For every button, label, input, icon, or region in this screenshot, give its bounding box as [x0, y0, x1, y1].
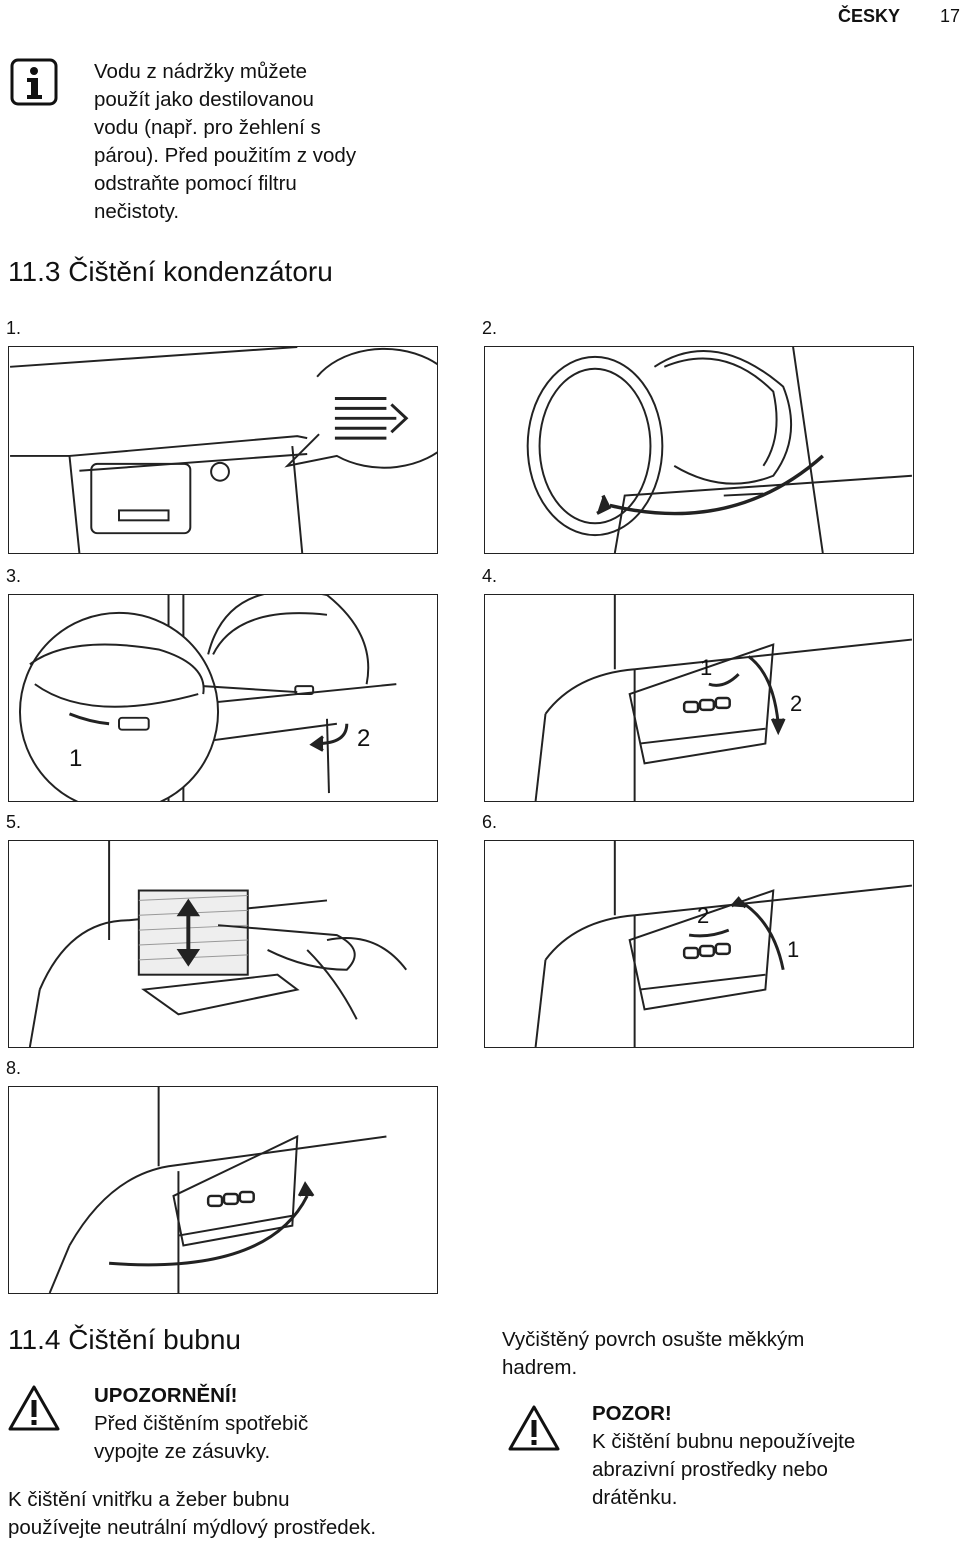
callout-2: 2: [697, 903, 710, 928]
callout-1: 1: [787, 937, 800, 962]
info-note-text: Vodu z nádržky můžete použít jako destil…: [94, 60, 357, 223]
warning-block-1: UPOZORNĚNÍ! Před čištěním spotřebič vypo…: [94, 1384, 309, 1463]
warning-block-2: POZOR! K čištění bubnu nepoužívejte abra…: [592, 1402, 856, 1509]
warning-icon: [8, 1384, 60, 1432]
section-heading-11-4: 11.4 Čištění bubnu: [8, 1324, 241, 1355]
step-label-2: 2.: [482, 318, 498, 338]
illustration-step-1: [8, 346, 438, 554]
page-number: 17: [939, 6, 960, 26]
body-text-left: K čištění vnitřku a žeber bubnu používej…: [8, 1488, 377, 1539]
step-label-8: 8.: [6, 1058, 22, 1078]
callout-2: 2: [790, 691, 803, 716]
section-heading-11-3: 11.3 Čištění kondenzátoru: [8, 256, 333, 287]
step-label-5: 5.: [6, 812, 22, 832]
illustration-step-6: 2 1: [484, 840, 914, 1048]
callout-1: 1: [700, 655, 713, 680]
illustration-step-4: 1 2: [484, 594, 914, 802]
step-label-6: 6.: [482, 812, 498, 832]
illustration-step-2: [484, 346, 914, 554]
step-label-1: 1.: [6, 318, 22, 338]
step-label-4: 4.: [482, 566, 498, 586]
step-label-3: 3.: [6, 566, 22, 586]
body-text-right: Vyčištěný povrch osušte měkkým hadrem.: [502, 1328, 805, 1379]
info-icon: [10, 58, 58, 106]
illustration-step-8: [8, 1086, 438, 1294]
callout-1: 1: [69, 745, 83, 772]
callout-2: 2: [357, 725, 371, 752]
warning-icon: [508, 1404, 560, 1452]
illustration-step-3: 1 2: [8, 594, 438, 802]
illustration-step-5: [8, 840, 438, 1048]
header-language: ČESKY: [837, 6, 900, 26]
